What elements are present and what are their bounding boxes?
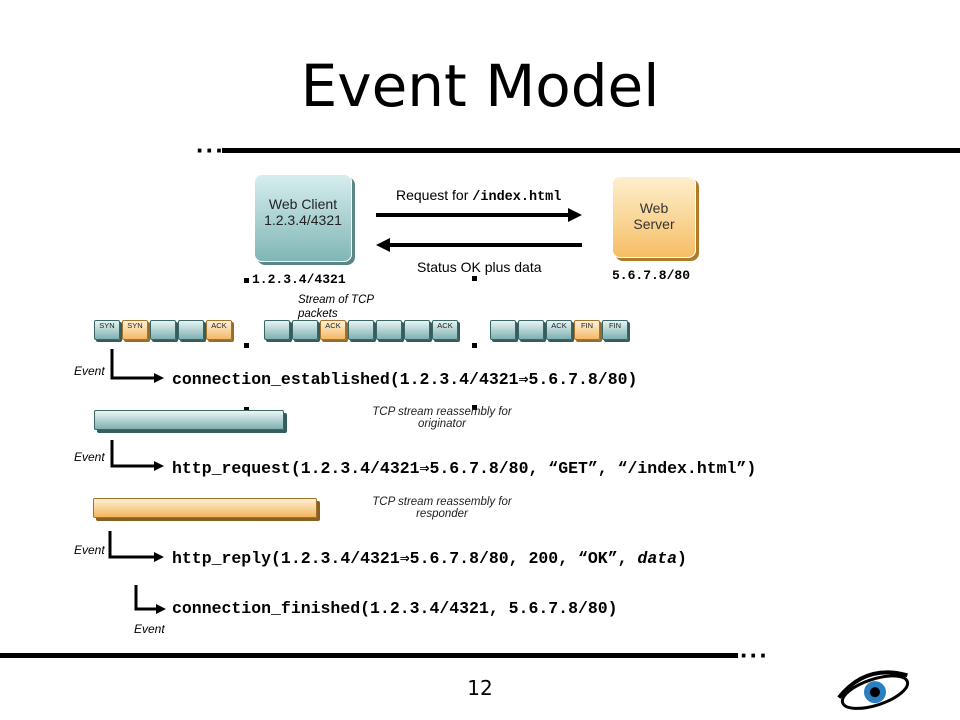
packet: SYN	[94, 320, 120, 340]
packet	[490, 320, 516, 340]
packet: ACK	[546, 320, 572, 340]
top-rule-dots: ···	[196, 135, 225, 165]
packet	[404, 320, 430, 340]
event-connector	[134, 585, 158, 611]
web-client-label: Web Client	[268, 196, 338, 212]
connection-finished-event: connection_finished(1.2.3.4/4321, 5.6.7.…	[172, 599, 618, 618]
packet	[518, 320, 544, 340]
event-connector-arrowhead	[154, 373, 164, 383]
reassembly-originator-label: TCP stream reassembly for originator	[372, 406, 512, 430]
bottom-rule	[0, 653, 738, 658]
vertical-dot	[472, 276, 477, 281]
web-client-address-label: 1.2.3.4/4321	[264, 212, 342, 228]
event-connector-arrowhead	[154, 552, 164, 562]
event-connector	[110, 349, 156, 380]
originator-stream-bar	[94, 410, 284, 430]
http-reply-prefix: http_reply(1.2.3.4/4321⇒5.6.7.8/80, 200,…	[172, 549, 638, 568]
logo-pupil	[869, 687, 880, 698]
bottom-rule-dots: ···	[740, 640, 769, 670]
vertical-dot	[244, 343, 249, 348]
response-arrow-head	[376, 238, 390, 252]
event-label: Event	[74, 450, 105, 464]
http-reply-suffix: )	[677, 549, 687, 568]
client-address: 1.2.3.4/4321	[252, 272, 346, 287]
stream-of-packets-label: Stream of TCP packets	[298, 294, 374, 320]
event-connector-arrowhead	[154, 461, 164, 471]
web-server-box: Web Server	[612, 176, 696, 258]
packet: SYN	[122, 320, 148, 340]
response-label: Status OK plus data	[417, 259, 542, 275]
responder-stream-bar	[93, 498, 317, 518]
connection-established-event: connection_established(1.2.3.4/4321⇒5.6.…	[172, 370, 638, 389]
packet	[264, 320, 290, 340]
event-label: Event	[74, 543, 105, 557]
packet: FIN	[574, 320, 600, 340]
http-reply-event: http_reply(1.2.3.4/4321⇒5.6.7.8/80, 200,…	[172, 548, 687, 568]
reassembly-responder-label: TCP stream reassembly for responder	[372, 496, 512, 520]
request-path: /index.html	[472, 190, 562, 205]
packet	[376, 320, 402, 340]
top-rule	[222, 148, 960, 153]
http-reply-data: data	[637, 549, 678, 568]
packet: ACK	[320, 320, 346, 340]
bro-logo-icon	[837, 670, 910, 710]
vertical-dot	[244, 407, 249, 412]
packet	[348, 320, 374, 340]
event-connector-arrowhead	[156, 604, 166, 614]
slide-title: Event Model	[300, 52, 660, 120]
event-label: Event	[74, 364, 105, 378]
vertical-dot	[472, 405, 477, 410]
request-label: Request for /index.html	[396, 187, 561, 205]
event-connector	[108, 531, 156, 559]
event-connector	[110, 440, 156, 468]
vertical-dot	[472, 343, 477, 348]
web-server-label-line2: Server	[633, 216, 675, 232]
web-client-box: Web Client 1.2.3.4/4321	[254, 174, 352, 262]
vertical-dot	[244, 278, 249, 283]
packet	[150, 320, 176, 340]
arrows-svg	[376, 208, 582, 252]
request-arrow-head	[568, 208, 582, 222]
packet: ACK	[206, 320, 232, 340]
packet: ACK	[432, 320, 458, 340]
event-label: Event	[134, 622, 165, 636]
server-address: 5.6.7.8/80	[612, 268, 691, 283]
http-request-event: http_request(1.2.3.4/4321⇒5.6.7.8/80, “G…	[172, 459, 757, 478]
packet	[178, 320, 204, 340]
web-server-label-line1: Web	[639, 200, 669, 216]
packet: FIN	[602, 320, 628, 340]
event-connectors-svg	[108, 349, 166, 614]
page-number: 12	[467, 676, 493, 700]
request-label-prefix: Request for	[396, 187, 473, 203]
logo-brow	[837, 670, 908, 699]
packet	[292, 320, 318, 340]
